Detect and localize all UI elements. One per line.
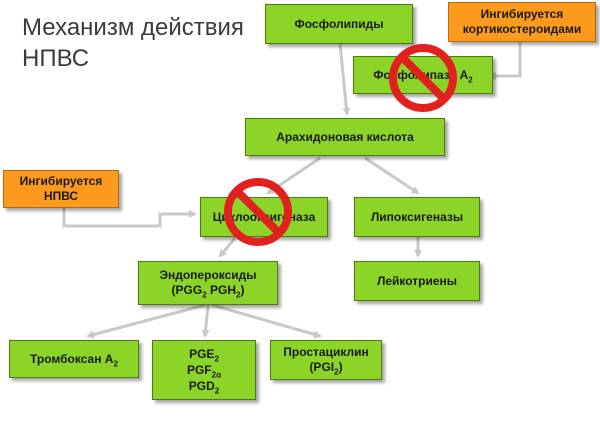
arrow-nsaid-to-cyclooxygenase [62,208,197,228]
arrow-endoperoxides-to-pg-list [201,304,210,338]
node-leukotrienes: Лейкотриены [354,261,480,301]
pg-item: PGF2α [186,363,222,380]
prohibition-icon [389,44,457,112]
arrow-cyclooxygenase-to-endoperoxides [218,237,237,258]
node-prostacyclin: Простациклин (PGI2) [270,340,382,380]
node-lipoxygenases: Липоксигеназы [354,197,480,237]
node-endoperoxides: Эндопероксиды (PGG2 PGH2) [138,261,278,305]
arrow-phospholipids-to-arachidonic [338,43,351,116]
arrow-corticosteroids-to-phospholipase [488,42,522,80]
pg-item: PGE2 [189,347,219,364]
node-phospholipids: Фосфолипиды [265,4,413,44]
node-arachidonic-acid: Арахидоновая кислота [245,118,445,156]
pg-item: PGD2 [188,379,220,396]
endoperoxides-detail: (PGG2 PGH2) [171,283,245,300]
node-inhibited-by-corticosteroids: Ингибируется кортикостероидами [448,2,596,42]
prohibition-icon [224,178,292,246]
node-prostaglandins: PGE2 PGF2α PGD2 [152,340,256,400]
arrow-arachidonic-to-lipoxygenases [364,156,420,195]
page-title: Механизм действия НПВС [22,14,244,72]
node-thromboxane-a2: Тромбоксан А2 [9,340,139,378]
node-inhibited-by-nsaid: Ингибируется НПВС [3,170,119,208]
arrow-endoperoxides-to-prostacyclin [211,303,322,339]
arrow-endoperoxides-to-thromboxane [86,303,206,339]
prostacyclin-detail: (PGI2) [309,360,343,377]
